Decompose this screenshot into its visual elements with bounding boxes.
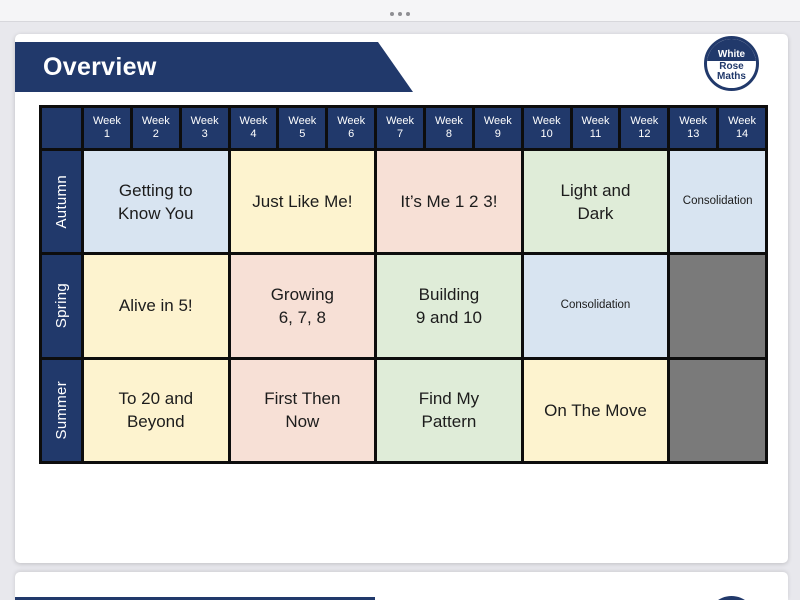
week-header-1: Week 1	[84, 108, 130, 148]
unit-light-and-dark: Light and Dark	[523, 151, 668, 253]
unit-alive-in-5: Alive in 5!	[84, 255, 228, 357]
logo-line-maths: Maths	[717, 71, 746, 83]
window-titlebar	[0, 0, 800, 22]
week-header-4: Week 4	[230, 108, 277, 148]
logo-text-white: White	[707, 39, 756, 61]
overview-table: Week 1 Week 2 Week 3 Week 4 Week 5 Week …	[39, 105, 768, 464]
unit-consolidation-spring: Consolidation	[523, 255, 668, 357]
dot-icon	[406, 12, 410, 16]
week-header-7: Week 7	[377, 108, 423, 148]
week-header-6: Week 6	[328, 108, 375, 148]
week-header-14: Week 14	[719, 108, 765, 148]
week-header-13: Week 13	[670, 108, 717, 148]
term-label-summer: Summer	[42, 359, 81, 461]
corner-cell	[42, 108, 81, 148]
unit-consolidation-autumn: Consolidation	[670, 151, 765, 253]
slide-overview: Overview White Rose Maths Week 1 Week 2 …	[15, 34, 788, 563]
unit-growing-6-7-8: Growing 6, 7, 8	[230, 255, 375, 357]
week-header-2: Week 2	[132, 108, 179, 148]
drag-handle-dots-icon[interactable]	[390, 12, 410, 16]
unit-getting-to-know-you: Getting to Know You	[84, 151, 228, 253]
unit-on-the-move: On The Move	[523, 359, 668, 461]
term-label-autumn: Autumn	[42, 151, 81, 253]
unit-find-my-pattern: Find My Pattern	[377, 359, 521, 461]
next-slide-logo-icon	[707, 596, 756, 600]
white-rose-maths-logo: White Rose Maths	[704, 36, 759, 91]
unit-its-me-1-2-3: It’s Me 1 2 3!	[377, 151, 521, 253]
week-header-12: Week 12	[621, 108, 668, 148]
next-slide-preview[interactable]	[15, 572, 788, 600]
slide-title-banner: Overview	[15, 42, 413, 92]
logo-text-rose-maths: Rose Maths	[707, 61, 756, 83]
week-header-5: Week 5	[279, 108, 326, 148]
unit-to-20-and-beyond: To 20 and Beyond	[84, 359, 228, 461]
page-title: Overview	[43, 52, 157, 81]
week-header-11: Week 11	[572, 108, 619, 148]
logo-line-rose: Rose	[719, 60, 744, 72]
term-label-spring: Spring	[42, 255, 81, 357]
unit-building-9-and-10: Building 9 and 10	[377, 255, 521, 357]
unit-empty-spring	[670, 255, 765, 357]
week-header-10: Week 10	[523, 108, 570, 148]
unit-just-like-me: Just Like Me!	[230, 151, 375, 253]
dot-icon	[398, 12, 402, 16]
unit-first-then-now: First Then Now	[230, 359, 375, 461]
dot-icon	[390, 12, 394, 16]
next-slide-title-banner	[15, 597, 375, 600]
week-header-3: Week 3	[181, 108, 228, 148]
unit-empty-summer	[670, 359, 765, 461]
week-header-8: Week 8	[426, 108, 472, 148]
week-header-9: Week 9	[474, 108, 521, 148]
